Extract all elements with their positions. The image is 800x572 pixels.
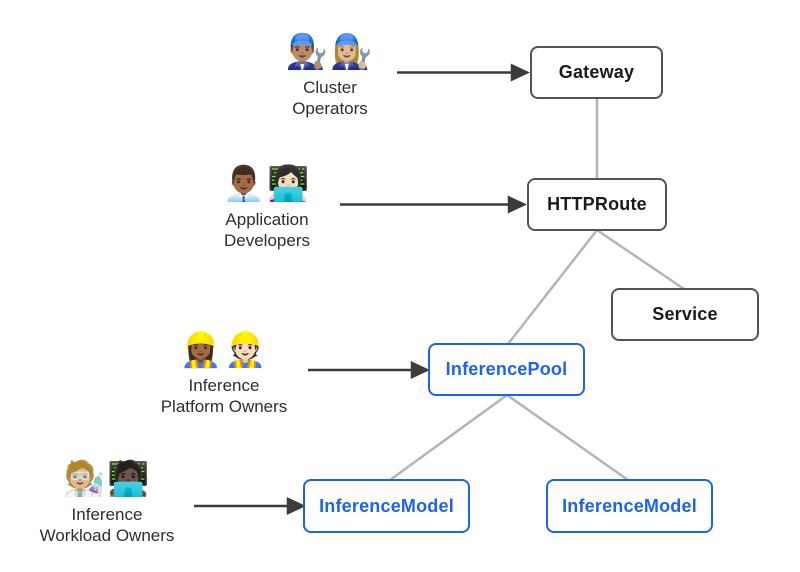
edge-inferencepool-inferencemodel-right [506,393,629,482]
node-service-label: Service [652,304,718,324]
persona-cluster-operators-icons: 👨🏽‍🔧👩🏼‍🔧 [286,31,375,73]
persona-inference-workload-owners-icons: 🧑🏼‍🔬🧑🏿‍💻 [63,458,152,500]
node-inferencepool-label: InferencePool [445,359,568,379]
persona-inference-workload-owners: 🧑🏼‍🔬🧑🏿‍💻 Inference Workload Owners [40,458,175,546]
man-mechanic-emoji: 👨🏽‍🔧 [285,33,330,71]
node-inferencemodel-left-label: InferenceModel [319,495,454,516]
node-gateway: Gateway [530,46,663,99]
persona-inference-platform-owners-icons: 👷🏾‍♀️👷🏻 [180,329,269,371]
node-httproute: HTTPRoute [527,178,667,231]
node-inferencemodel-right: InferenceModel [546,479,713,533]
node-inferencemodel-right-label: InferenceModel [562,495,697,516]
persona-inference-platform-owners: 👷🏾‍♀️👷🏻 Inference Platform Owners [161,329,288,417]
edge-httproute-inferencepool [507,229,598,345]
scientist-emoji: 🧑🏼‍🔬 [62,460,107,498]
persona-application-developers-icons: 👨🏾‍💼👩🏻‍💻 [223,163,312,205]
persona-inference-platform-owners-label: Inference Platform Owners [160,376,288,416]
node-service: Service [611,288,759,341]
edge-httproute-service [596,228,685,291]
arrowhead-platform-owners [410,361,430,379]
persona-application-developers: 👨🏾‍💼👩🏻‍💻 Application Developers [223,163,312,251]
arrowhead-cluster-operators [510,63,530,82]
persona-inference-workload-owners-label: Inference Workload Owners [39,505,175,545]
node-inferencepool: InferencePool [428,343,585,396]
arrowhead-workload-owners [286,497,306,515]
persona-cluster-operators-label: Cluster Operators [292,78,368,118]
man-office-worker-emoji: 👨🏾‍💼 [222,165,267,203]
woman-construction-worker-emoji: 👷🏾‍♀️ [179,331,224,369]
node-inferencemodel-left: InferenceModel [303,479,470,533]
woman-mechanic-emoji: 👩🏼‍🔧 [330,33,375,71]
edge-inferencepool-inferencemodel-left [389,393,508,482]
persona-cluster-operators: 👨🏽‍🔧👩🏼‍🔧 Cluster Operators [286,31,375,119]
persona-application-developers-label: Application Developers [224,210,310,250]
arrowhead-application-developers [507,195,527,214]
technologist-emoji: 🧑🏿‍💻 [106,460,152,498]
node-gateway-label: Gateway [558,62,635,82]
node-httproute-label: HTTPRoute [547,194,647,214]
man-construction-worker-emoji: 👷🏻 [224,331,269,369]
woman-technologist-emoji: 👩🏻‍💻 [267,165,312,203]
